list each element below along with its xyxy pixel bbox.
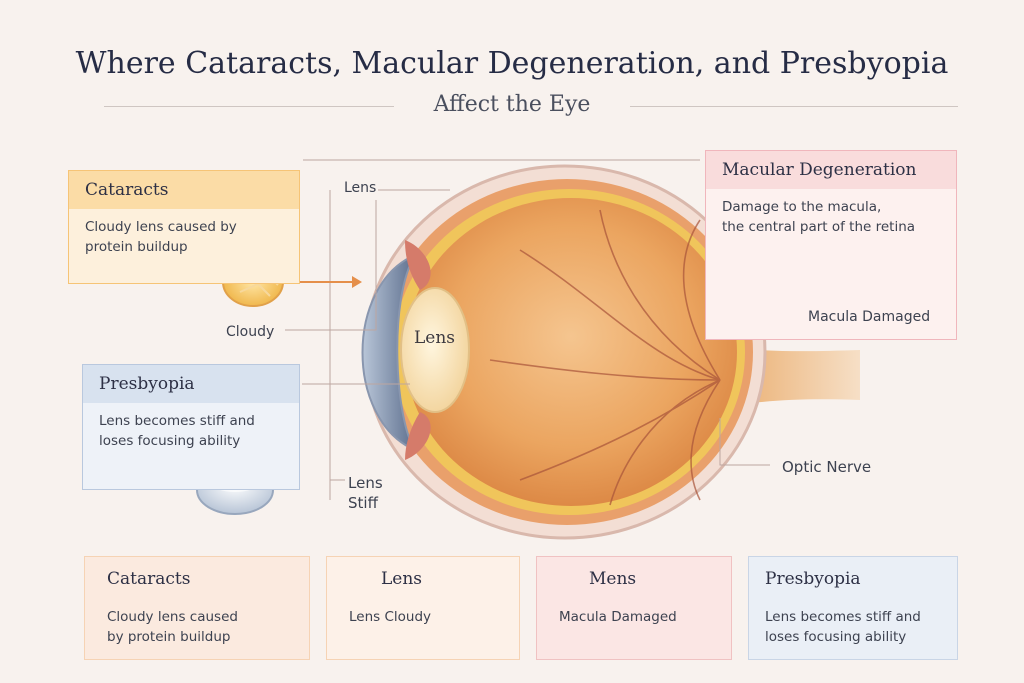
blood-vessels — [489, 209, 721, 506]
bottom-card-presbyopia-text-line1: Lens becomes stiff and — [765, 609, 921, 625]
lens-label-top: Lens — [344, 180, 377, 196]
optic-nerve-label: Optic Nerve — [782, 458, 872, 476]
bottom-card-cataracts-text-line2: by protein buildup — [107, 629, 231, 645]
vitreous — [405, 198, 737, 506]
bottom-card-presbyopia-text-line2: loses focusing ability — [765, 629, 907, 645]
bottom-card-lens-text: Lens Cloudy — [349, 609, 432, 625]
cataracts-card-text-line2: protein buildup — [85, 239, 188, 255]
cataracts-card: Cataracts Cloudy lens caused by protein … — [68, 170, 300, 284]
bottom-card-cataracts-title: Cataracts — [107, 569, 191, 589]
lens-stiff-label-2: Stiff — [348, 494, 378, 512]
macular-card-text-line2: the central part of the retina — [722, 219, 916, 235]
cataracts-card-title: Cataracts — [69, 171, 299, 209]
ciliary-body — [405, 240, 431, 290]
lens-center-label: Lens — [414, 328, 456, 348]
presbyopia-card-text-line2: loses focusing ability — [99, 433, 241, 449]
macular-card-title: Macular Degeneration — [706, 151, 956, 189]
bottom-card-lens-title: Lens — [381, 569, 423, 589]
bottom-card-presbyopia: Presbyopia Lens becomes stiff and loses … — [748, 556, 958, 660]
macular-card-text-line1: Damage to the macula, — [722, 199, 882, 215]
bottom-card-mens: Mens Macula Damaged — [536, 556, 732, 660]
presbyopia-card-title: Presbyopia — [83, 365, 299, 403]
macular-card: Macular Degeneration Damage to the macul… — [705, 150, 957, 340]
page-subtitle: Affect the Eye — [433, 92, 591, 117]
cataracts-card-text-line1: Cloudy lens caused by — [85, 219, 237, 235]
presbyopia-card-text-line1: Lens becomes stiff and — [99, 413, 255, 429]
title-divider-left — [104, 106, 394, 107]
page-title: Where Cataracts, Macular Degeneration, a… — [75, 46, 949, 81]
bottom-card-mens-text: Macula Damaged — [559, 609, 677, 625]
bottom-card-cataracts-text-line1: Cloudy lens caused — [107, 609, 238, 625]
cloudy-label: Cloudy — [226, 324, 275, 340]
bottom-card-cataracts: Cataracts Cloudy lens caused by protein … — [84, 556, 310, 660]
bottom-card-presbyopia-title: Presbyopia — [765, 569, 861, 589]
title-divider-right — [630, 106, 958, 107]
lens-stiff-label-1: Lens — [348, 474, 383, 492]
ciliary-body-lower — [405, 412, 431, 460]
macula-damaged-callout: Macula Damaged — [808, 309, 931, 325]
bottom-card-lens: Lens Lens Cloudy — [326, 556, 520, 660]
presbyopia-card: Presbyopia Lens becomes stiff and loses … — [82, 364, 300, 490]
lens — [400, 287, 470, 413]
bottom-card-mens-title: Mens — [589, 569, 637, 589]
